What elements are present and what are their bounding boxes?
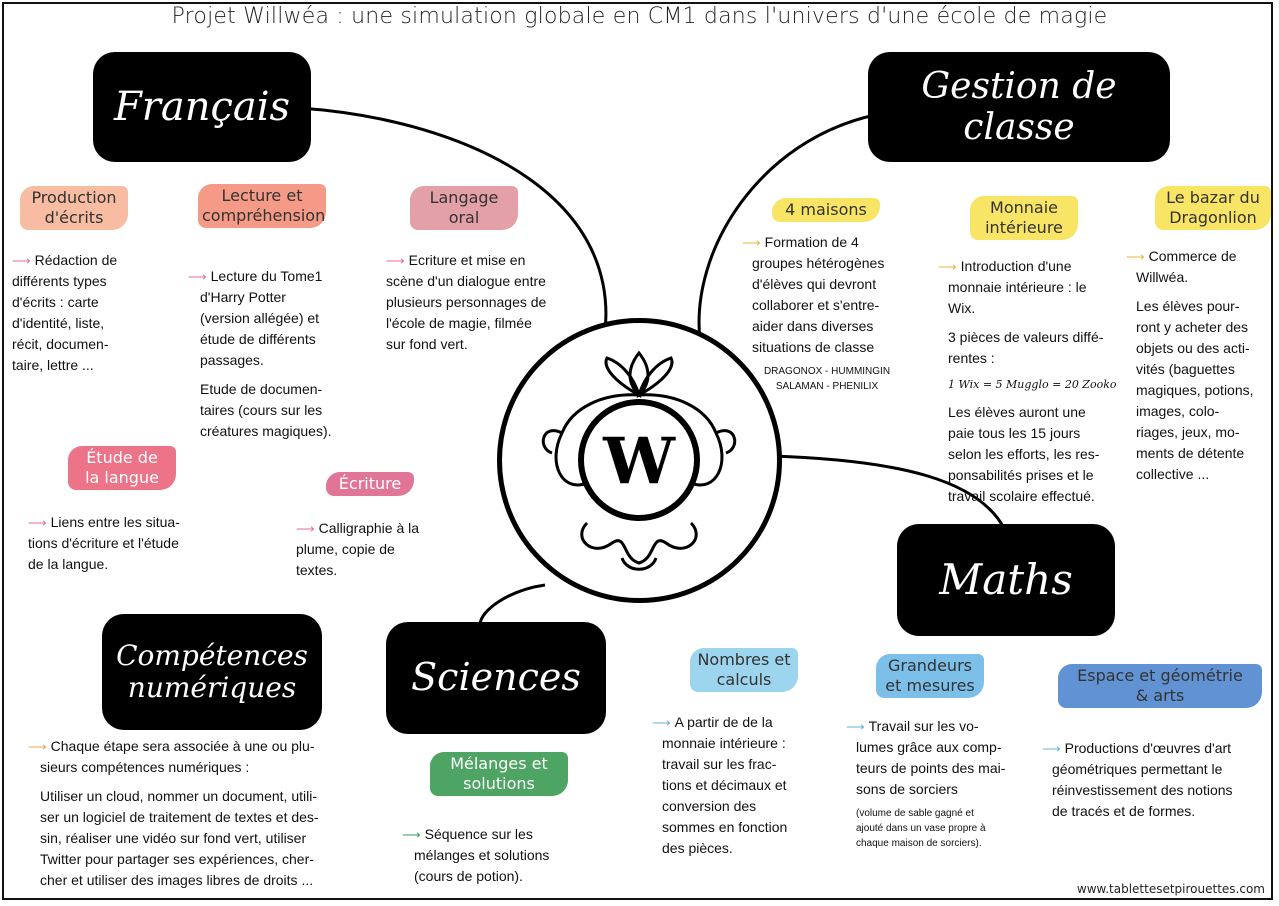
node-francais: Français xyxy=(93,52,311,162)
arrow-icon: ⟶ xyxy=(28,739,47,754)
text-ecriture: ⟶Calligraphie à la plume, copie de texte… xyxy=(296,520,420,578)
text-melanges-solutions: ⟶Séquence sur les mélanges et solutions … xyxy=(402,826,550,884)
arrow-icon: ⟶ xyxy=(846,719,865,734)
tag-4-maisons: 4 maisons xyxy=(772,198,880,222)
arrow-icon: ⟶ xyxy=(652,715,671,730)
node-sciences: Sciences xyxy=(386,622,606,734)
text-4-maisons: ⟶Formation de 4 groupes hétérogènes d'él… xyxy=(742,234,891,392)
ornament-icon: W xyxy=(541,350,737,571)
node-competences-numeriques: Compétences numériques xyxy=(102,614,322,730)
branch-francais xyxy=(299,106,608,361)
text-production-ecrits: ⟶Rédaction de différents types d'écrits … xyxy=(12,252,118,373)
arrow-icon: ⟶ xyxy=(1042,741,1061,756)
arrow-icon: ⟶ xyxy=(188,269,207,284)
text-bazar-dragonlion: ⟶Commerce de Willwéa. Les élèves pour- r… xyxy=(1126,248,1254,482)
text-lecture-comprehension: ⟶Lecture du Tome1 d'Harry Potter (versio… xyxy=(188,268,332,439)
arrow-icon: ⟶ xyxy=(402,827,421,842)
branch-maths xyxy=(769,454,1007,531)
text-competences: ⟶Chaque étape sera associée à une ou plu… xyxy=(28,738,319,888)
node-maths: Maths xyxy=(897,524,1115,636)
text-grandeurs-mesures: ⟶Travail sur les vo- lumes grâce aux com… xyxy=(846,718,1006,849)
branch-gestion xyxy=(697,113,876,341)
center-letter: W xyxy=(602,424,676,499)
text-monnaie-interieure: ⟶Introduction d'une monnaie intérieure :… xyxy=(938,258,1117,504)
tag-espace-geometrie-arts: Espace et géométrie& arts xyxy=(1058,664,1262,708)
branch-sciences xyxy=(478,583,546,626)
text-nombres-calculs: ⟶A partir de de la monnaie intérieure : … xyxy=(652,714,788,856)
node-gestion-de-classe: Gestion de classe xyxy=(868,52,1170,162)
arrow-icon: ⟶ xyxy=(742,235,761,250)
center-emblem: W xyxy=(497,318,782,603)
text-langage-oral: ⟶Ecriture et mise en scène d'un dialogue… xyxy=(386,252,547,352)
footer-url: www.tablettesetpirouettes.com xyxy=(1076,882,1265,896)
arrow-icon: ⟶ xyxy=(938,259,957,274)
arrow-icon: ⟶ xyxy=(386,253,405,268)
text-etude-langue: ⟶Liens entre les situa- tions d'écriture… xyxy=(28,514,180,572)
text-espace-geometrie-arts: ⟶Productions d'œuvres d'art géométriques… xyxy=(1042,740,1233,819)
page-title: Projet Willwéa : une simulation globale … xyxy=(171,4,1108,29)
arrow-icon: ⟶ xyxy=(28,515,47,530)
arrow-icon: ⟶ xyxy=(296,521,315,536)
tag-ecriture: Écriture xyxy=(326,472,414,496)
arrow-icon: ⟶ xyxy=(1126,249,1145,264)
arrow-icon: ⟶ xyxy=(12,253,31,268)
